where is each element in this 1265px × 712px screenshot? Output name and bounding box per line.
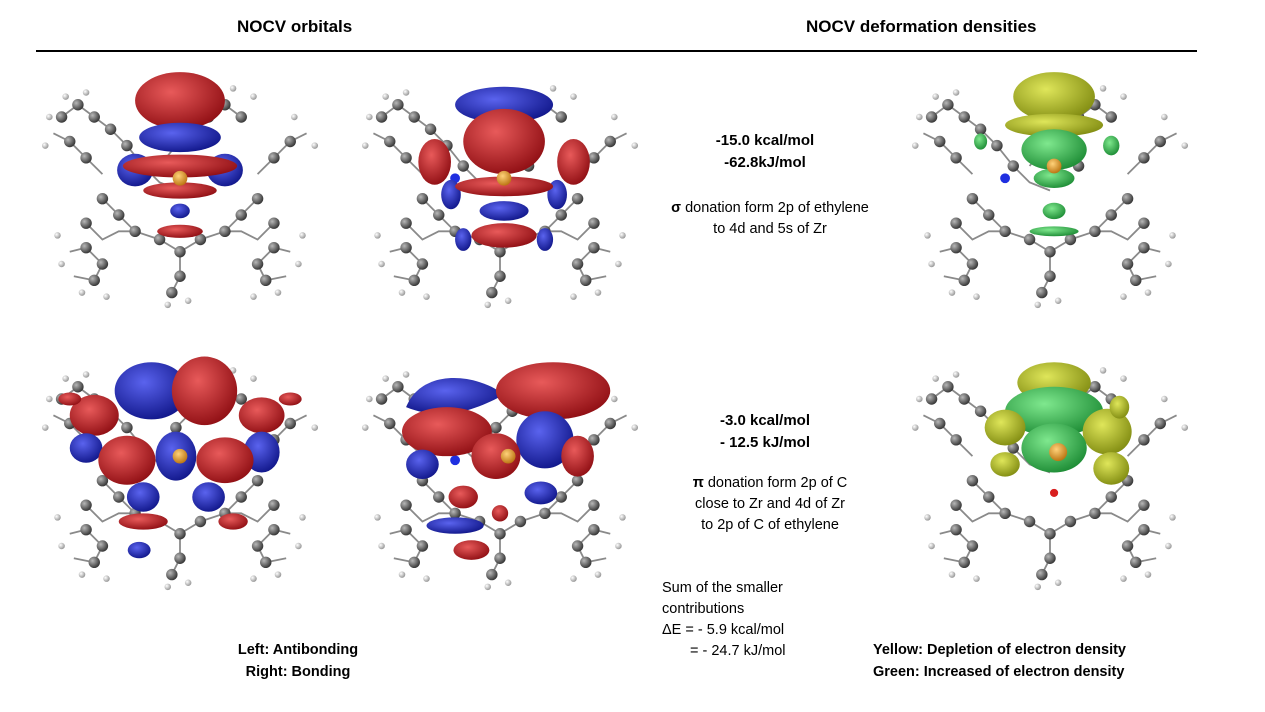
sigma-desc-line1: donation form 2p of ethylene [681,200,869,216]
pi-symbol: π [692,475,704,491]
pi-description: π donation form 2p of C close to Zr and … [640,473,900,536]
pi-energy-kcal: -3.0 kcal/mol [719,412,811,429]
pi-antibonding-orbital-image [41,356,319,591]
sigma-desc-line2: to 4d and 5s of Zr [713,221,827,237]
pi-deformation-density-image [911,362,1189,591]
pi-bonding-orbital-image [361,362,639,591]
orbital-legend: Left: Antibonding Right: Bonding [198,639,398,683]
pi-desc-line3: to 2p of C of ethylene [701,517,839,533]
density-legend: Yellow: Depletion of electron density Gr… [873,639,1203,683]
legend-bonding: Right: Bonding [245,664,351,680]
sum-line1: Sum of the smaller [662,580,783,596]
sum-line4: = - 24.7 kJ/mol [690,643,786,659]
pi-energy-block: -3.0 kcal/mol - 12.5 kJ/mol [690,410,840,454]
pi-energy-kj: - 12.5 kJ/mol [719,434,811,451]
sigma-energy-kcal: -15.0 kcal/mol [715,132,815,149]
sum-line2: contributions [662,601,745,617]
sigma-symbol: σ [671,200,682,216]
legend-yellow-depletion: Yellow: Depletion of electron density [873,642,1126,658]
pi-desc-line2: close to Zr and 4d of Zr [695,496,845,512]
nocv-orbitals-header: NOCV orbitals [237,17,353,36]
sigma-energy-block: -15.0 kcal/mol -62.8kJ/mol [690,130,840,174]
sigma-antibonding-orbital-image [41,72,319,309]
nocv-deformation-header: NOCV deformation densities [806,17,1037,36]
sum-line3: ΔE = - 5.9 kcal/mol [662,622,785,638]
sigma-deformation-density-image [911,72,1189,309]
pi-desc-line1: donation form 2p of C [703,475,848,491]
header-divider [36,50,1197,52]
sum-smaller-contributions: Sum of the smaller contributions ΔE = - … [662,578,862,662]
sigma-description: σ donation form 2p of ethylene to 4d and… [620,198,920,240]
sigma-energy-kj: -62.8kJ/mol [724,154,806,171]
legend-green-increase: Green: Increased of electron density [873,664,1125,680]
legend-antibonding: Left: Antibonding [237,642,359,658]
sigma-bonding-orbital-image [361,84,639,309]
